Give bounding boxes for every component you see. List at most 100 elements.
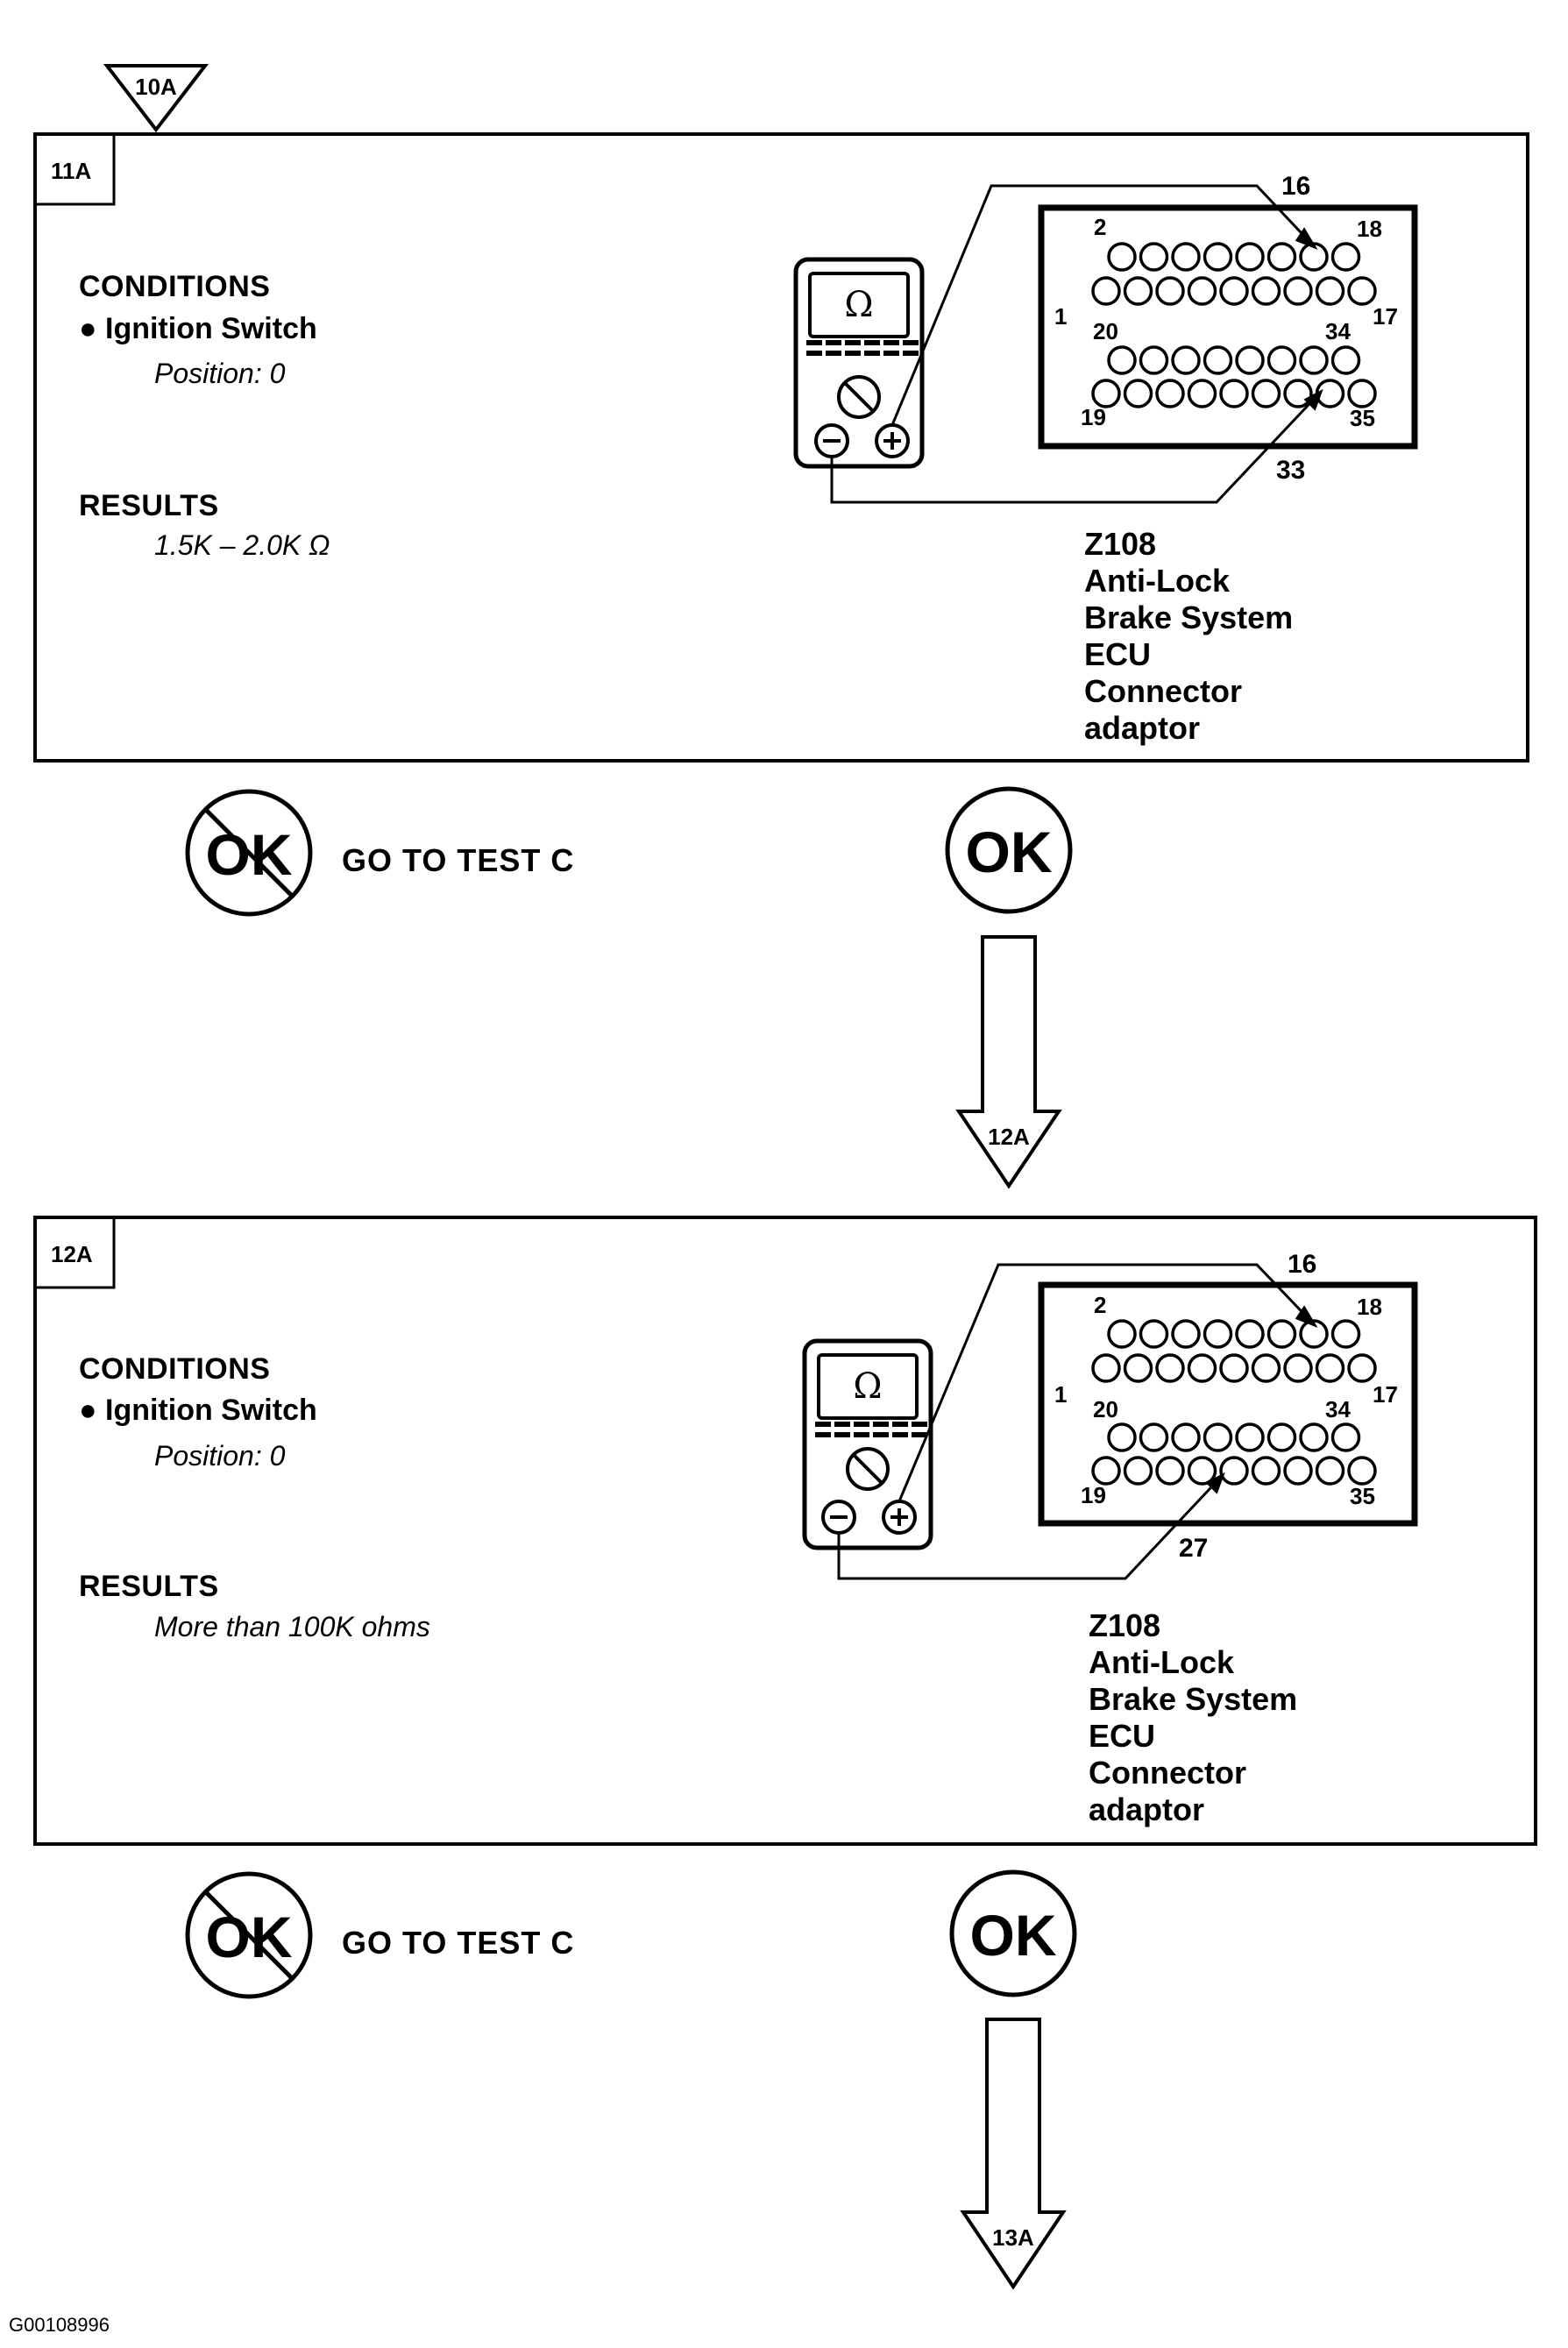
- connector-pin: [1235, 242, 1265, 272]
- results-heading: RESULTS: [79, 489, 219, 522]
- connector-pin: [1219, 1353, 1249, 1383]
- ecu-connector-12a: [1038, 1281, 1418, 1527]
- connector-pin: [1315, 1353, 1345, 1383]
- connector-label-line: Anti-Lock: [1084, 563, 1230, 599]
- results-heading: RESULTS: [79, 1570, 219, 1603]
- test-id-label: 11A: [51, 158, 92, 184]
- connector-label-line: ECU: [1084, 636, 1152, 672]
- connector-pin: [1251, 379, 1281, 408]
- not-ok-action: GO TO TEST C: [342, 842, 575, 878]
- pin-number: 17: [1373, 303, 1398, 330]
- pin-number: 2: [1094, 1292, 1107, 1318]
- flow-arrow-label: 13A: [992, 2224, 1034, 2251]
- connector-pin: [1123, 1353, 1153, 1383]
- connector-pin: [1107, 1319, 1137, 1349]
- pin-number-probe-bottom: 33: [1276, 456, 1306, 485]
- pin-number: 35: [1350, 1483, 1375, 1509]
- pin-number: 35: [1350, 405, 1375, 431]
- pin-number: 2: [1094, 214, 1107, 240]
- flow-arrow-to-13a: 13A: [960, 2018, 1067, 2290]
- probe-leads-11a: [830, 184, 1323, 504]
- connector-label-line: Brake System: [1089, 1681, 1298, 1717]
- connector-pin: [1347, 1353, 1377, 1383]
- connector-label-line: adaptor: [1089, 1791, 1205, 1827]
- connector-pin: [1299, 1422, 1329, 1452]
- connector-pin: [1235, 1422, 1265, 1452]
- pin-number: 20: [1093, 318, 1118, 344]
- connector-label-line: Connector: [1089, 1755, 1246, 1791]
- connector-pin: [1251, 1353, 1281, 1383]
- pin-number: 17: [1373, 1381, 1398, 1408]
- connector-label-line: ECU: [1089, 1718, 1156, 1754]
- connector-pin: [1091, 1456, 1121, 1486]
- connector-label-line: Anti-Lock: [1089, 1644, 1234, 1680]
- bullet-icon: ●: [79, 312, 97, 345]
- pin-number: 18: [1357, 216, 1382, 242]
- ecu-connector-11a: [1038, 204, 1418, 450]
- connector-label-line: adaptor: [1084, 710, 1201, 746]
- condition-detail: Position: 0: [154, 1440, 286, 1472]
- connector-pin: [1171, 1319, 1201, 1349]
- connector-label-line: Brake System: [1084, 599, 1294, 635]
- connector-pin: [1219, 1456, 1249, 1486]
- connector-pin: [1155, 379, 1185, 408]
- connector-pin: [1155, 1353, 1185, 1383]
- connector-pin: [1139, 1319, 1169, 1349]
- condition-item-text: Ignition Switch: [105, 312, 317, 345]
- test-box-11a: [33, 132, 1529, 763]
- connector-pin: [1203, 242, 1233, 272]
- connector-pin: [1171, 242, 1201, 272]
- connector-pin: [1347, 276, 1377, 306]
- test-id-label: 12A: [51, 1241, 93, 1267]
- ok-text: OK: [970, 1903, 1057, 1968]
- connector-pin: [1235, 1319, 1265, 1349]
- flow-arrow-label: 12A: [988, 1124, 1030, 1150]
- bullet-icon: ●: [79, 1394, 97, 1427]
- connector-pin: [1315, 1456, 1345, 1486]
- connector-pin: [1107, 1422, 1137, 1452]
- connector-pin: [1219, 276, 1249, 306]
- entry-marker-10a: 10A: [103, 64, 209, 133]
- pin-number: 19: [1081, 1482, 1106, 1508]
- condition-item: ● Ignition Switch: [79, 1394, 317, 1428]
- condition-item-text: Ignition Switch: [105, 1394, 317, 1427]
- connector-pin: [1187, 1353, 1217, 1383]
- connector-pin: [1251, 276, 1281, 306]
- condition-detail: Position: 0: [154, 358, 286, 389]
- connector-pin: [1107, 345, 1137, 375]
- connector-pin: [1283, 276, 1313, 306]
- connector-pin: [1171, 345, 1201, 375]
- connector-pin: [1266, 1422, 1297, 1452]
- connector-pin: [1155, 1456, 1185, 1486]
- connector-pin: [1123, 379, 1153, 408]
- connector-pin: [1219, 379, 1249, 408]
- connector-pin: [1139, 242, 1169, 272]
- ohm-symbol: Ω: [853, 1366, 882, 1407]
- connector-pin: [1266, 1319, 1297, 1349]
- connector-pin: [1347, 379, 1377, 408]
- connector-pin: [1203, 1422, 1233, 1452]
- not-ok-symbol-12a: OK: [185, 1871, 313, 1999]
- test-box-12a: [33, 1216, 1537, 1846]
- pin-number: 1: [1054, 303, 1068, 330]
- meter-keypad: [806, 340, 919, 356]
- connector-pin: [1203, 1319, 1233, 1349]
- ok-symbol-12a: OK: [949, 1869, 1077, 1997]
- connector-pin: [1315, 276, 1345, 306]
- connector-pin: [1187, 1456, 1217, 1486]
- connector-pin: [1123, 276, 1153, 306]
- connector-pin: [1299, 1319, 1329, 1349]
- connector-pin: [1091, 379, 1121, 408]
- ohmmeter-12a: Ω: [802, 1338, 933, 1550]
- probe-leads-12a: [837, 1263, 1318, 1580]
- conditions-heading: CONDITIONS: [79, 270, 271, 303]
- not-ok-action: GO TO TEST C: [342, 1925, 575, 1961]
- connector-pin: [1155, 276, 1185, 306]
- connector-pin: [1251, 1456, 1281, 1486]
- connector-pin: [1107, 242, 1137, 272]
- entry-marker-label: 10A: [135, 74, 177, 100]
- pin-number: 19: [1081, 404, 1106, 430]
- connector-label-line: Z108: [1084, 526, 1157, 562]
- pin-number-probe-top: 16: [1281, 172, 1311, 201]
